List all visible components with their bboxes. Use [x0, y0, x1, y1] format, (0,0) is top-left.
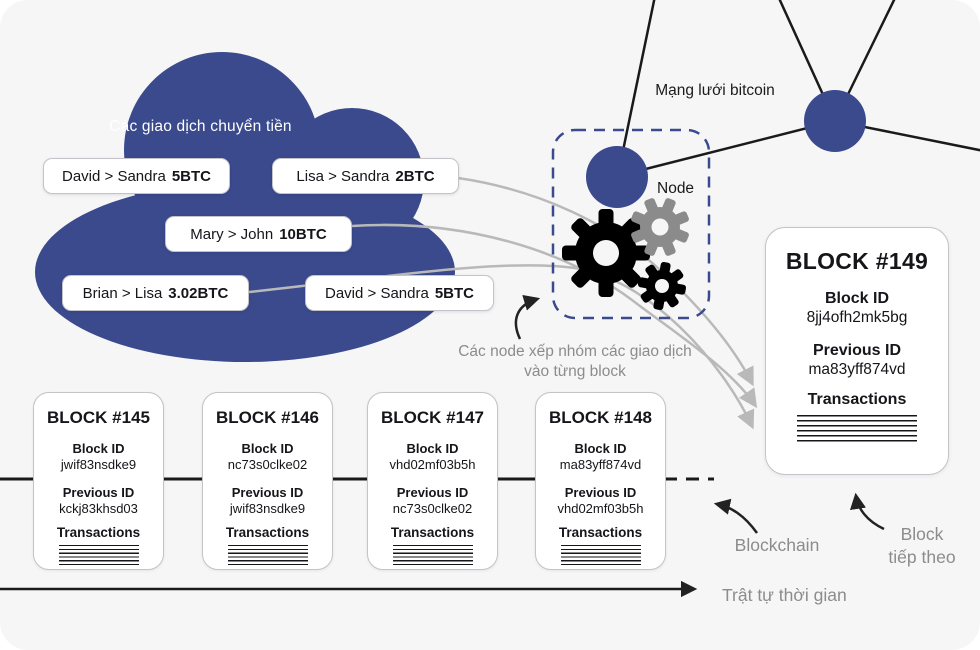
block-id-label: Block ID: [574, 441, 627, 456]
block-id-value: ma83yff874vd: [559, 457, 642, 472]
transactions-lines-icon: [797, 415, 917, 445]
transaction-item: Mary > John 10BTC: [165, 216, 352, 252]
timeline-note: Trật tự thời gian: [722, 585, 847, 605]
transaction-parties: David > Sandra: [62, 167, 166, 185]
transactions-lines-icon: [560, 545, 641, 567]
block-title: BLOCK #149: [785, 248, 929, 274]
gear-icon-small: [637, 261, 687, 311]
grouping-note: Các node xếp nhóm các giao dịch vào từng…: [450, 342, 700, 382]
block-id-value: nc73s0clke02: [227, 457, 308, 472]
transactions-label: Transactions: [390, 525, 475, 540]
transactions-label: Transactions: [225, 525, 310, 540]
previous-id-value: kckj83khsd03: [59, 501, 138, 516]
cloud-title: Các giao dịch chuyển tiền: [109, 118, 292, 135]
transaction-parties: David > Sandra: [325, 284, 429, 302]
previous-id-label: Previous ID: [231, 485, 304, 500]
network-hub-icon: [804, 90, 866, 152]
transactions-lines-icon: [227, 545, 308, 567]
transaction-parties: Lisa > Sandra: [296, 167, 390, 185]
blockchain-note: Blockchain: [734, 535, 820, 555]
next-block-arrow: [849, 492, 885, 531]
previous-id-value: vhd02mf03b5h: [557, 501, 644, 516]
block-id-label: Block ID: [824, 290, 889, 307]
block-title: BLOCK #147: [381, 408, 484, 427]
previous-id-label: Previous ID: [564, 485, 637, 500]
transactions-label: Transactions: [56, 525, 141, 540]
previous-id-label: Previous ID: [812, 342, 902, 359]
next-block-note-line2: tiếp theo: [888, 547, 956, 567]
block-id-label: Block ID: [406, 441, 459, 456]
transaction-amount: 10BTC: [279, 225, 327, 243]
transaction-item: Lisa > Sandra 2BTC: [272, 158, 459, 194]
block-card-146: BLOCK #146 Block ID nc73s0clke02 Previou…: [202, 392, 333, 570]
transactions-lines-icon: [58, 545, 139, 567]
node-circle-icon: [586, 146, 648, 208]
block-id-label: Block ID: [72, 441, 125, 456]
block-id-value: 8jj4ofh2mk5bg: [806, 309, 908, 326]
grouping-arrow: [514, 294, 541, 340]
previous-id-value: jwif83nsdke9: [229, 501, 306, 516]
transactions-label: Transactions: [807, 391, 907, 408]
transaction-amount: 5BTC: [434, 284, 474, 302]
block-card-145: BLOCK #145 Block ID jwif83nsdke9 Previou…: [33, 392, 164, 570]
previous-id-label: Previous ID: [62, 485, 135, 500]
transaction-amount: 5BTC: [171, 167, 211, 185]
annotation-arrows: [514, 294, 885, 534]
transactions-lines-icon: [392, 545, 473, 567]
transaction-amount: 2BTC: [395, 167, 435, 185]
previous-id-value: ma83yff874vd: [808, 361, 906, 378]
transaction-item: Brian > Lisa 3.02BTC: [62, 275, 249, 311]
previous-id-value: nc73s0clke02: [392, 501, 473, 516]
grouping-note-line1: Các node xếp nhóm các giao dịch: [458, 343, 692, 360]
block-card-148: BLOCK #148 Block ID ma83yff874vd Previou…: [535, 392, 666, 570]
block-title: BLOCK #146: [216, 408, 319, 427]
block-card-147: BLOCK #147 Block ID vhd02mf03b5h Previou…: [367, 392, 498, 570]
transaction-parties: Mary > John: [190, 225, 274, 243]
gear-icon-gray: [631, 198, 689, 256]
block-id-label: Block ID: [241, 441, 294, 456]
node-dashed-box: [551, 128, 711, 320]
next-block-note: Block tiếp theo: [872, 523, 972, 569]
network-title: Mạng lưới bitcoin: [655, 82, 775, 99]
transactions-cloud-icon: [35, 52, 455, 362]
block-card-149: BLOCK #149 Block ID 8jj4ofh2mk5bg Previo…: [765, 227, 949, 475]
block-title: BLOCK #148: [549, 408, 652, 427]
next-block-note-line1: Block: [900, 524, 944, 544]
previous-id-label: Previous ID: [396, 485, 469, 500]
grouping-note-line2: vào từng block: [524, 363, 626, 380]
block-title: BLOCK #145: [47, 408, 150, 427]
blockchain-arrow: [713, 498, 759, 534]
block-id-value: jwif83nsdke9: [60, 457, 137, 472]
gear-icon-large: [562, 209, 650, 297]
transaction-item: David > Sandra 5BTC: [43, 158, 230, 194]
transaction-amount: 3.02BTC: [168, 284, 229, 302]
transaction-parties: Brian > Lisa: [82, 284, 163, 302]
block-id-value: vhd02mf03b5h: [389, 457, 476, 472]
node-label: Node: [657, 180, 695, 197]
transaction-item: David > Sandra 5BTC: [305, 275, 494, 311]
transactions-label: Transactions: [558, 525, 643, 540]
